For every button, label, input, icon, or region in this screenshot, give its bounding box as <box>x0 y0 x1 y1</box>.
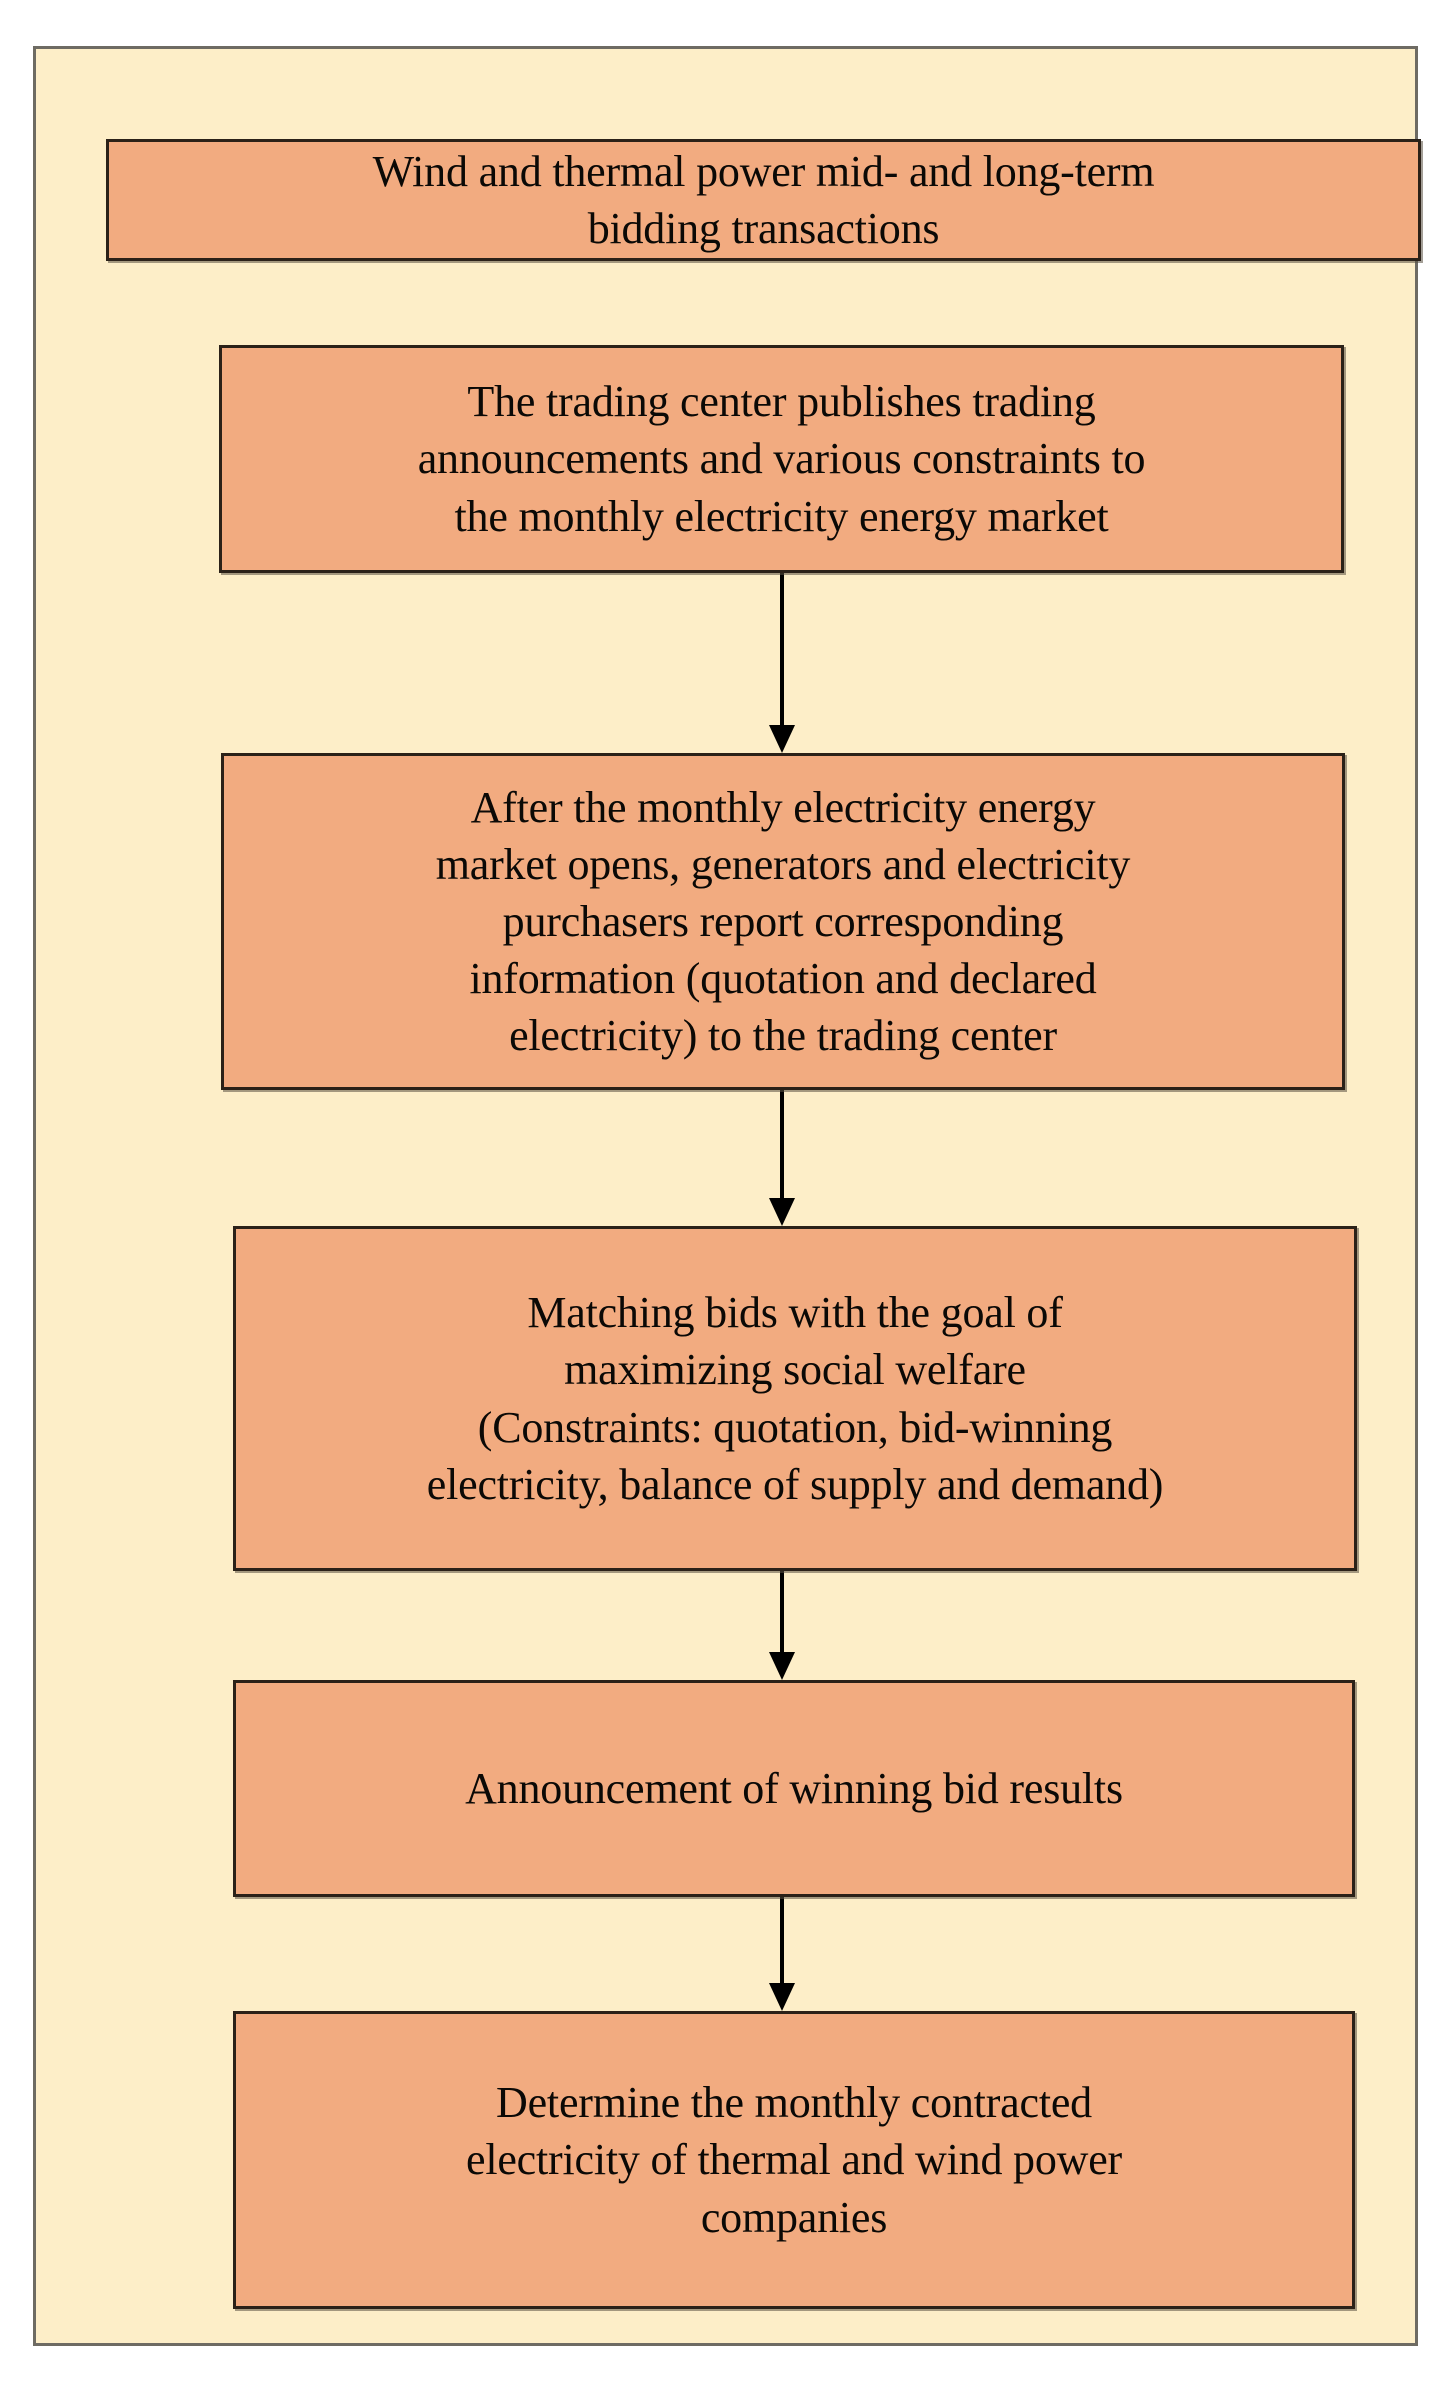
matching-bids-node: Matching bids with the goal of maximizin… <box>233 1226 1357 1571</box>
arrowhead-down-icon <box>769 1983 795 2011</box>
determine-contracted-electricity-node: Determine the monthly contracted electri… <box>233 2011 1355 2309</box>
arrowhead-down-icon <box>769 725 795 753</box>
determine-contracted-electricity-node-label: Determine the monthly contracted electri… <box>465 2078 1123 2242</box>
report-information-node-label: After the monthly electricity energy mar… <box>435 782 1131 1061</box>
publish-announcements-node-label: The trading center publishes trading ann… <box>417 377 1146 541</box>
arrow-shaft <box>780 1090 784 1198</box>
arrow-node1-to-node2 <box>762 1090 802 1226</box>
arrow-shaft <box>780 1897 784 1983</box>
arrowhead-down-icon <box>769 1652 795 1680</box>
arrow-node2-to-node3 <box>762 1571 802 1680</box>
arrow-shaft <box>780 573 784 725</box>
publish-announcements-node: The trading center publishes trading ann… <box>219 345 1344 573</box>
announce-results-node-label: Announcement of winning bid results <box>465 1763 1123 1813</box>
arrow-node0-to-node1 <box>762 573 802 753</box>
report-information-node: After the monthly electricity energy mar… <box>221 753 1345 1090</box>
arrowhead-down-icon <box>769 1198 795 1226</box>
announce-results-node: Announcement of winning bid results <box>233 1680 1355 1897</box>
header-node-label: Wind and thermal power mid- and long-ter… <box>372 146 1155 253</box>
arrow-node3-to-node4 <box>762 1897 802 2011</box>
header-node: Wind and thermal power mid- and long-ter… <box>106 139 1421 261</box>
diagram-frame: Wind and thermal power mid- and long-ter… <box>33 46 1421 2346</box>
matching-bids-node-label: Matching bids with the goal of maximizin… <box>426 1288 1164 1509</box>
arrow-shaft <box>780 1571 784 1652</box>
